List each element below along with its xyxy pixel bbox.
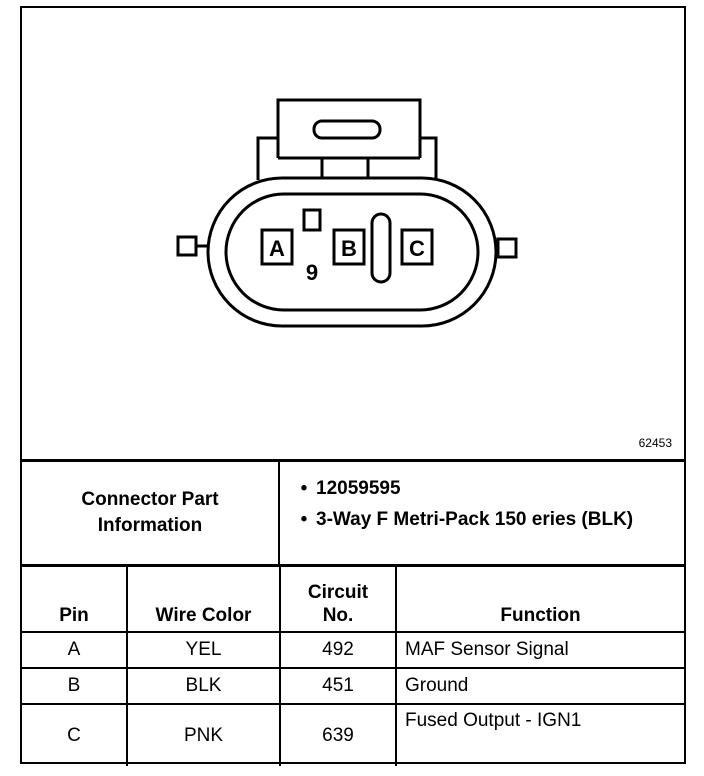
circuit-cell: 451	[279, 667, 397, 705]
wire-color-cell: BLK	[126, 667, 281, 705]
latch-base	[256, 136, 438, 180]
wire-color-cell: YEL	[126, 631, 281, 669]
side-tab-right	[496, 237, 518, 259]
function-cell: MAF Sensor Signal	[395, 631, 684, 669]
header-circuit-line2: No.	[322, 605, 354, 626]
connector-info-label: Connector Part Information	[22, 462, 280, 564]
latch-slot	[312, 119, 382, 140]
header-wire-color: Wire Color	[126, 564, 281, 633]
pin-cell: A	[22, 631, 128, 669]
center-rib	[370, 212, 392, 284]
connector-info-label-line1: Connector Part	[81, 489, 219, 510]
table-row: A YEL 492 MAF Sensor Signal	[22, 631, 684, 669]
part-number: 12059595	[316, 478, 401, 499]
key-mark: 9	[306, 260, 318, 285]
function-cell: Fused Output - IGN1	[395, 703, 684, 766]
table-row: B BLK 451 Ground	[22, 667, 684, 705]
pin-cell: C	[22, 703, 128, 766]
header-circuit-line1: Circuit	[307, 582, 369, 603]
table-row: C PNK 639 Fused Output - IGN1	[22, 703, 684, 766]
connector-drawing: A B C 9	[176, 98, 518, 328]
circuit-cell: 492	[279, 631, 397, 669]
connector-info-item: • 12059595	[292, 476, 672, 501]
latch-tab	[276, 98, 422, 158]
key-notch	[302, 208, 322, 232]
header-pin: Pin	[22, 564, 128, 633]
side-tab-left	[176, 235, 198, 257]
wire-color-cell: PNK	[126, 703, 281, 766]
circuit-cell: 639	[279, 703, 397, 766]
connector-description: 3-Way F Metri-Pack 150 eries (BLK)	[316, 509, 634, 530]
pin-letter-b: B	[341, 236, 357, 261]
pin-cell: B	[22, 667, 128, 705]
pin-table-header: Pin Wire Color Circuit No. Function	[22, 564, 684, 633]
pin-cavity-c	[400, 228, 434, 266]
housing-outer	[206, 176, 498, 328]
pin-cavity-b	[332, 228, 366, 266]
housing-inner	[224, 192, 480, 312]
pin-table: Pin Wire Color Circuit No. Function A YE…	[22, 564, 684, 766]
connector-info-label-line2: Information	[97, 515, 203, 536]
bullet-icon: •	[300, 478, 308, 499]
connector-info-values: • 12059595 • 3-Way F Metri-Pack 150 erie…	[292, 476, 672, 538]
pin-cavity-a	[260, 228, 294, 266]
function-cell: Ground	[395, 667, 684, 705]
connector-info-item: • 3-Way F Metri-Pack 150 eries (BLK)	[292, 507, 672, 532]
figure-number: 62453	[638, 436, 672, 450]
connector-diagram: A B C 9 62453	[22, 8, 684, 459]
bullet-icon: •	[300, 509, 308, 530]
connector-info-section: Connector Part Information • 12059595 • …	[22, 459, 684, 564]
pin-letter-c: C	[409, 236, 425, 261]
header-function: Function	[395, 564, 684, 633]
connector-figure-frame: A B C 9 62453 Connector Part Information…	[20, 6, 686, 766]
header-circuit: Circuit No.	[279, 564, 397, 633]
pin-letter-a: A	[269, 236, 285, 261]
